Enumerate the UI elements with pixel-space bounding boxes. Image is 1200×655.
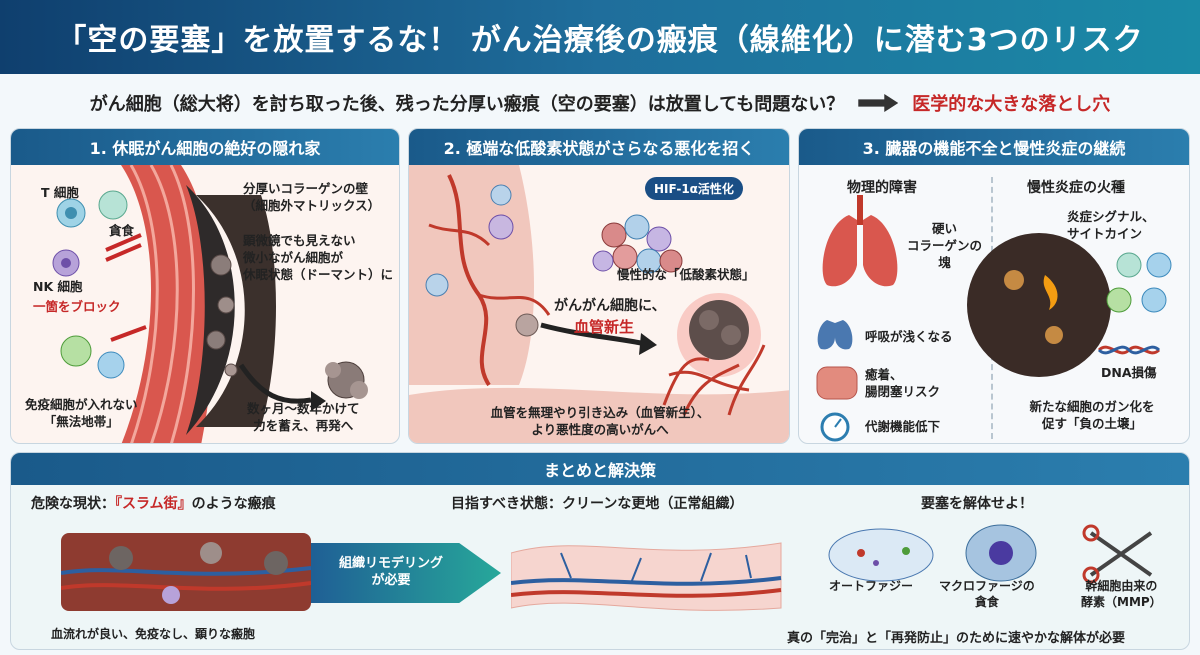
macrophage-label: 貪食: [109, 223, 135, 238]
cell-icon: [162, 586, 180, 604]
relapse-arrow: [238, 363, 312, 404]
dormant-cell: [210, 254, 232, 276]
cell-icon: [1146, 252, 1172, 278]
cell-icon: [490, 184, 512, 206]
physical-title: 物理的障害: [847, 180, 917, 196]
scar-illustration: [52, 165, 368, 443]
hypoxic-cell-cluster-icon: [592, 214, 683, 274]
collagen-lump-label: 硬い コラーゲンの 塊: [907, 221, 983, 270]
dormant-cell: [206, 330, 226, 350]
dna-label: DNA損傷: [1101, 365, 1157, 380]
question-text: がん細胞（総大将）を討ち取った後、残った分厚い瘢痕（空の要塞）は放置しても問題な…: [89, 94, 845, 115]
nk-cell-label: NK 細胞: [33, 279, 83, 294]
cell-icon: [1106, 287, 1132, 313]
panel-dormant-cells: 1. 休眠がん細胞の絶好の隠れ家 T 細胞 貪食 NK 細胞 一箇をブロ: [10, 128, 400, 444]
organ-illustration: [816, 195, 1172, 442]
cell-icon: [488, 214, 514, 240]
block-label: 一箇をブロック: [33, 299, 121, 314]
collagen-fiber: [149, 165, 179, 443]
tumor-icon: [689, 300, 749, 360]
summary-heading: まとめと解決策: [11, 453, 1189, 485]
dark-cavity-shape: [186, 185, 235, 435]
panel2-heading: 2. 極端な低酸素状態がさらなる悪化を招く: [409, 129, 789, 165]
signal-label: 炎症シグナル、 サイトカイン: [1067, 209, 1155, 241]
panel3-heading: 3. 臓器の機能不全と慢性炎症の継続: [799, 129, 1189, 165]
mmp-label: 幹細胞由来の 酵素（MMP）: [1081, 579, 1162, 609]
question-row: がん細胞（総大将）を討ち取った後、残った分厚い瘢痕（空の要塞）は放置しても問題な…: [0, 86, 1200, 120]
macrophage-label: マクロファージの 貪食: [939, 579, 1035, 609]
cancer-cell-icon: [515, 313, 539, 337]
remodel-label: 組織リモデリング が必要: [338, 556, 443, 588]
block-mark-icon: [105, 233, 142, 262]
summary-panel: まとめと解決策 危険な現状：『スラム街』のような瘢痕 血流れが良い、免疫なし、顕…: [10, 452, 1190, 650]
dark-cavity-shape: [196, 195, 276, 427]
panel-hypoxia: 2. 極端な低酸素状態がさらなる悪化を招く HIF-1α: [408, 128, 790, 444]
inflammation-title: 慢性炎症の火種: [1027, 180, 1125, 196]
blood-vessel: [478, 293, 551, 316]
relapse-label: 数ヶ月〜数年かけて 力を蓄え、再発へ: [247, 401, 360, 433]
clean-tissue-illustration: [511, 542, 782, 611]
angio-intro-label: がんがん細胞に、: [554, 298, 666, 314]
soil-label: 新たな細胞のガン化を 促す「負の土壌」: [1029, 399, 1155, 431]
hif-badge: HIF-1α活性化: [645, 177, 743, 200]
goal-title: 目指すべき状態：クリーンな更地（正常組織）: [451, 496, 744, 512]
slum-tissue-illustration: [61, 533, 312, 611]
dormant-cell: [217, 296, 235, 314]
angiogenesis-label: 血管新生: [574, 318, 635, 336]
breathing-lung-icon: [817, 320, 853, 350]
t-cell-label: T 細胞: [41, 185, 79, 200]
breathing-label: 呼吸が浅くなる: [865, 329, 953, 344]
cell-icon: [200, 542, 222, 564]
intestine-icon: [816, 366, 858, 400]
danger-title: 危険な現状：『スラム街』のような瘢痕: [31, 496, 276, 512]
blood-vessel: [447, 174, 491, 387]
autophagy-icon: [828, 528, 934, 582]
angiogenesis-arrow: [540, 322, 642, 346]
collagen-fiber: [129, 165, 159, 443]
cell-icon: [264, 551, 288, 575]
question-answer: 医学的な大きな落とし穴: [912, 94, 1111, 115]
fire-icon: [1043, 275, 1058, 310]
cell-icon: [109, 546, 133, 570]
conclusion-text: 真の「完治」と「再発防止」のために速やかな解体が必要: [787, 631, 1126, 646]
panel-organ-dysfunction: 3. 臓器の機能不全と慢性炎症の継続 物理的障害 慢性炎症の火種: [798, 128, 1190, 444]
scissors-icon: [1082, 524, 1153, 584]
tissue-shape: [409, 387, 789, 443]
block-mark-icon: [110, 325, 147, 342]
collagen-wall-label: 分厚いコラーゲンの壁 （細胞外マトリックス）: [243, 181, 381, 213]
adhesion-label: 癒着、 腸閉塞リスク: [865, 367, 941, 399]
immune-cell-icon: [60, 335, 92, 367]
inflamed-tissue-icon: [967, 233, 1111, 377]
danger-caption: 血流れが良い、免疫なし、顕りな瘢胞: [51, 627, 256, 641]
arrow-right-icon: [858, 94, 899, 112]
remodel-arrow: 組織リモデリング が必要: [311, 543, 501, 603]
panel1-heading: 1. 休眠がん細胞の絶好の隠れ家: [11, 129, 399, 165]
dormant-cell: [224, 363, 238, 377]
dismantle-methods-illustration: [828, 524, 1153, 584]
collagen-fiber: [169, 165, 195, 443]
cell-icon: [1116, 252, 1142, 278]
new-vessel: [662, 344, 766, 416]
hypoxia-illustration: [409, 165, 789, 443]
immune-excluded-label: 免疫細胞が入れない 「無法地帯」: [25, 397, 138, 429]
cell-icon: [425, 273, 449, 297]
blood-vessel: [428, 223, 491, 247]
immune-cell-icon: [97, 351, 125, 379]
macrophage-cell-icon: [98, 190, 128, 220]
page-title: 「空の要塞」を放置するな！ がん治療後の瘢痕（線維化）に潜む3つのリスク: [56, 23, 1144, 58]
tissue-shape: [409, 165, 534, 385]
cell-icon: [1141, 287, 1167, 313]
angiogenesis-caption: 血管を無理やり引き込み（血管新生）、 より悪性度の高いがんへ: [490, 405, 710, 437]
title-bar: 「空の要塞」を放置するな！ がん治療後の瘢痕（線維化）に潜む3つのリスク: [0, 0, 1200, 74]
dormant-cell-label: 顕微鏡でも見えない 微小ながん細胞が 休眠状態（ドーマント）に: [243, 233, 394, 282]
hypoxia-label: 慢性的な「低酸素状態」: [617, 267, 755, 282]
dismantle-title: 要塞を解体せよ！: [921, 496, 1033, 512]
metabolism-label: 代謝機能低下: [865, 419, 941, 434]
lung-icon: [822, 195, 898, 287]
autophagy-label: オートファジー: [829, 579, 914, 593]
